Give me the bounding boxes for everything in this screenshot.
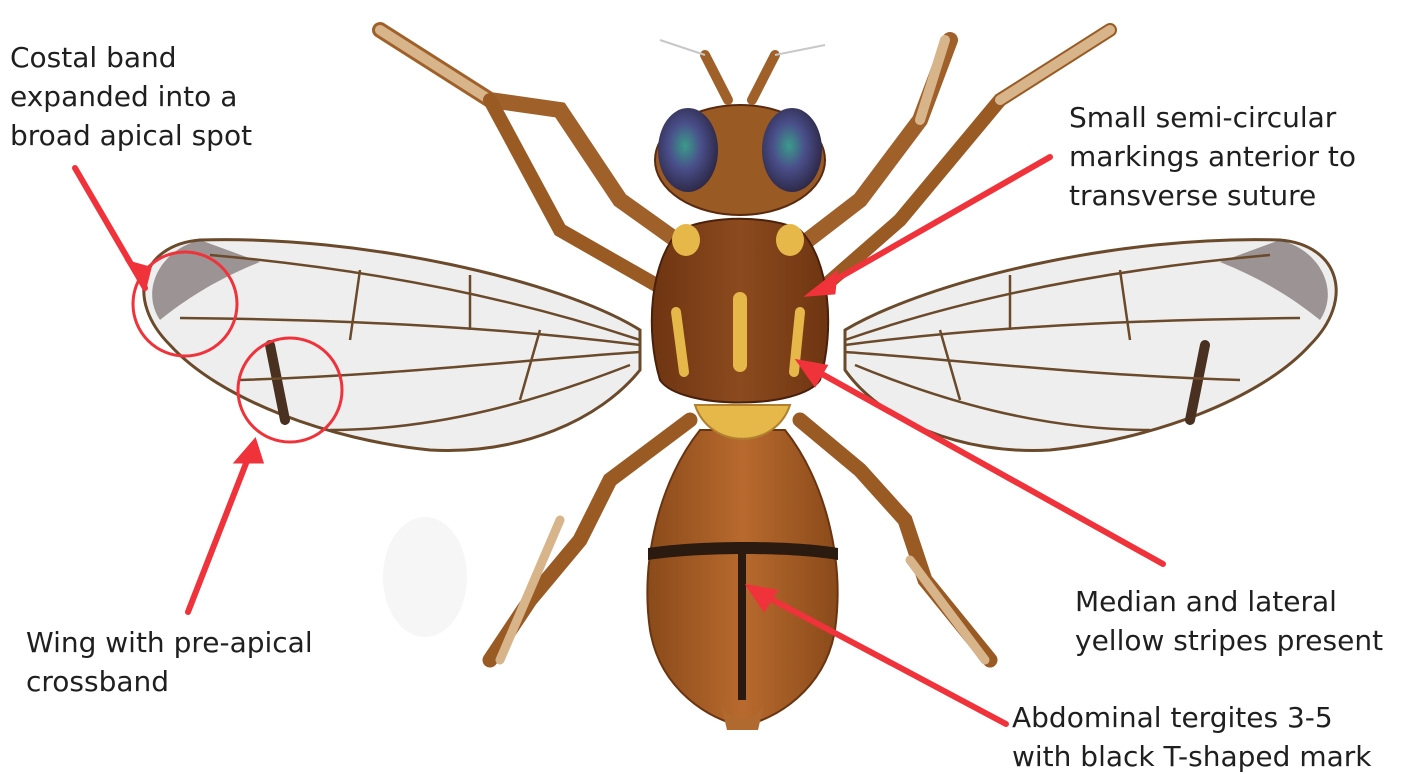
label-line: broad apical spot bbox=[10, 116, 252, 155]
abdominal-tergites-label: Abdominal tergites 3-5 with black T-shap… bbox=[1012, 698, 1372, 774]
label-line: Wing with pre-apical bbox=[26, 623, 313, 662]
left-eye bbox=[658, 108, 718, 192]
right-eye bbox=[762, 108, 822, 192]
label-line: with black T-shaped mark bbox=[1012, 737, 1372, 774]
thorax bbox=[652, 219, 828, 439]
semi-circular-markings-label: Small semi-circular markings anterior to… bbox=[1069, 98, 1356, 215]
label-line: Abdominal tergites 3-5 bbox=[1012, 698, 1372, 737]
right-wing bbox=[845, 240, 1336, 451]
label-line: yellow stripes present bbox=[1075, 621, 1383, 660]
yellow-stripes-label: Median and lateral yellow stripes presen… bbox=[1075, 582, 1383, 660]
label-line: Costal band bbox=[10, 38, 252, 77]
abdomen bbox=[647, 430, 838, 730]
pre-apical-crossband-label: Wing with pre-apical crossband bbox=[26, 623, 313, 701]
label-line: Small semi-circular bbox=[1069, 98, 1356, 137]
head bbox=[655, 40, 825, 215]
label-line: crossband bbox=[26, 662, 313, 701]
label-line: transverse suture bbox=[1069, 176, 1356, 215]
costal-band-label: Costal band expanded into a broad apical… bbox=[10, 38, 252, 155]
label-line: markings anterior to bbox=[1069, 137, 1356, 176]
label-line: expanded into a bbox=[10, 77, 252, 116]
label-line: Median and lateral bbox=[1075, 582, 1383, 621]
crossband-arrow bbox=[188, 448, 252, 612]
background-smudge bbox=[383, 517, 467, 637]
